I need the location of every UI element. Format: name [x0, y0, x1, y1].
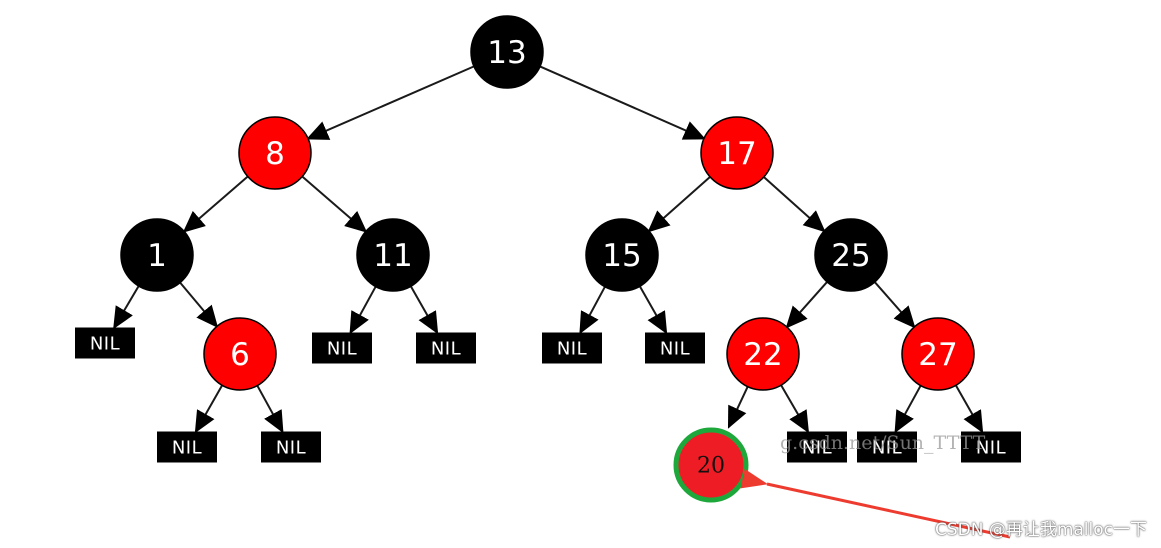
edge-n27-nil_27R — [954, 384, 984, 434]
tree-node-22: 22 — [726, 317, 800, 391]
tree-node-label: 27 — [918, 337, 957, 373]
edge-n22-inserted — [727, 386, 749, 429]
edge-n27-nil_27L — [894, 385, 922, 434]
nil-leaf-box — [787, 431, 847, 463]
tree-node-circle — [901, 317, 975, 391]
tree-node-circle — [238, 116, 312, 190]
edge-n1-n6 — [179, 281, 219, 328]
nil-leaf: NIL — [645, 332, 705, 364]
tree-node-6: 6 — [203, 317, 277, 391]
nil-leaf-label: NIL — [90, 334, 120, 355]
edge-n25-n22 — [785, 281, 828, 329]
tree-node-8: 8 — [238, 116, 312, 190]
nil-leaf-box — [157, 431, 217, 463]
tree-node-15: 15 — [585, 218, 659, 292]
nil-leaf: NIL — [75, 327, 135, 359]
edge-n15-nil_15L — [579, 286, 606, 335]
tree-node-label: 8 — [265, 136, 285, 172]
tree-node-circle — [814, 218, 888, 292]
edge-n17-n25 — [763, 176, 826, 233]
edges-layer — [113, 65, 984, 434]
nil-leaf-box — [75, 327, 135, 359]
tree-node-circle — [356, 218, 430, 292]
nil-leaf: NIL — [961, 431, 1021, 463]
nil-leaf-box — [857, 431, 917, 463]
inserted-node-label: 20 — [697, 454, 725, 479]
nil-leaf-box — [542, 332, 602, 364]
tree-node-label: 6 — [230, 337, 250, 373]
tree-node-circle — [726, 317, 800, 391]
tree-node-circle — [585, 218, 659, 292]
nil-leaf-label: NIL — [872, 438, 902, 459]
tree-node-label: 22 — [743, 337, 782, 373]
nil-leaf-label: NIL — [431, 339, 461, 360]
tree-node-27: 27 — [901, 317, 975, 391]
tree-node-label: 13 — [487, 35, 526, 71]
callout-arrow — [740, 468, 1011, 539]
watermark-url: g.csdn.net/Sun_TTTT — [780, 432, 986, 454]
nil-leaf-label: NIL — [802, 438, 832, 459]
nil-leaf: NIL — [416, 332, 476, 364]
nil-leaf: NIL — [857, 431, 917, 463]
nil-leaf-box — [312, 332, 372, 364]
nil-leaf-label: NIL — [976, 438, 1006, 459]
edge-n22-nil_22R — [780, 384, 810, 434]
csdn-credit: CSDN @再让我malloc一下 — [934, 520, 1147, 540]
edge-n25-n27 — [874, 281, 916, 329]
tree-node-label: 11 — [373, 238, 412, 274]
tree-node-label: 1 — [147, 238, 167, 274]
tree-node-11: 11 — [356, 218, 430, 292]
nil-leaves-layer: NIL NIL NIL NIL NIL NIL NIL NIL NIL NIL — [75, 327, 1021, 463]
nil-leaf-label: NIL — [660, 339, 690, 360]
edge-n17-n15 — [647, 176, 711, 233]
nil-leaf: NIL — [261, 431, 321, 463]
nil-leaf-label: NIL — [172, 438, 202, 459]
inserted-node-circle — [673, 427, 749, 503]
nil-leaf-label: NIL — [327, 339, 357, 360]
edge-n13-n17 — [539, 65, 706, 140]
nil-leaf-box — [416, 332, 476, 364]
edge-n13-n8 — [306, 65, 475, 140]
edge-n6-nil_6L — [194, 384, 224, 434]
nil-leaf-box — [961, 431, 1021, 463]
edge-n8-n11 — [301, 175, 368, 233]
tree-node-13: 13 — [470, 15, 544, 89]
tree-node-label: 25 — [831, 238, 870, 274]
edge-n11-nil_11L — [349, 286, 377, 335]
tree-node-circle — [470, 15, 544, 89]
tree-node-25: 25 — [814, 218, 888, 292]
inserted-node-20: 20 — [673, 427, 749, 503]
edge-n8-n1 — [182, 175, 249, 233]
nil-leaf: NIL — [787, 431, 847, 463]
nil-leaf-box — [645, 332, 705, 364]
tree-node-1: 1 — [120, 218, 194, 292]
nil-leaf-label: NIL — [276, 438, 306, 459]
nil-leaf: NIL — [312, 332, 372, 364]
nil-leaf: NIL — [542, 332, 602, 364]
nil-leaf-label: NIL — [557, 339, 587, 360]
nil-leaf-box — [261, 431, 321, 463]
nil-leaf: NIL — [157, 431, 217, 463]
tree-node-circle — [203, 317, 277, 391]
tree-node-label: 15 — [602, 238, 641, 274]
tree-node-circle — [120, 218, 194, 292]
edge-n6-nil_6R — [256, 385, 284, 434]
tree-node-circle — [700, 116, 774, 190]
tree-node-17: 17 — [700, 116, 774, 190]
tree-node-label: 17 — [717, 136, 756, 172]
edge-n15-nil_15R — [638, 285, 668, 335]
edge-n11-nil_11R — [409, 285, 439, 335]
edge-n1-nil_1L — [113, 285, 140, 330]
